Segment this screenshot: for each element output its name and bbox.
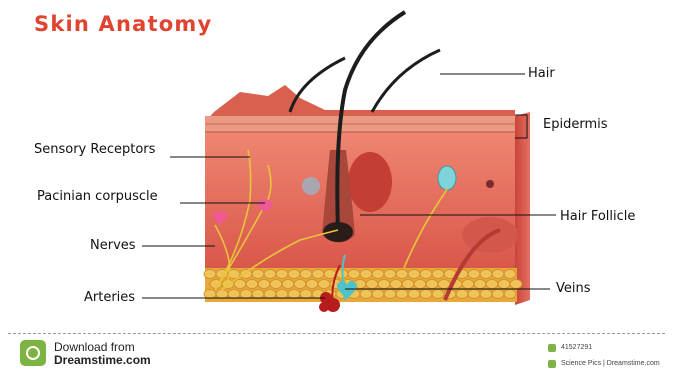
fat-cell xyxy=(504,270,516,279)
fat-cell xyxy=(396,290,408,299)
fat-cell xyxy=(264,270,276,279)
fat-cell xyxy=(408,290,420,299)
fat-cell xyxy=(360,290,372,299)
fat-cell xyxy=(270,280,282,289)
fat-cell xyxy=(204,270,216,279)
fat-cell xyxy=(432,270,444,279)
label-veins: Veins xyxy=(556,282,591,296)
fat-cell xyxy=(252,270,264,279)
fat-cell xyxy=(216,290,228,299)
fat-cell xyxy=(234,280,246,289)
side-face xyxy=(515,112,530,305)
fat-cell xyxy=(390,280,402,289)
fat-cell xyxy=(486,280,498,289)
label-epidermis: Epidermis xyxy=(543,118,608,132)
label-hair-follicle: Hair Follicle xyxy=(560,210,635,224)
fat-cell xyxy=(468,270,480,279)
fat-cell xyxy=(420,270,432,279)
fat-cells xyxy=(204,270,522,299)
fat-cell xyxy=(240,270,252,279)
fat-cell xyxy=(366,280,378,289)
fat-cell xyxy=(402,280,414,289)
fat-cell xyxy=(372,270,384,279)
fat-cell xyxy=(228,290,240,299)
fat-cell xyxy=(288,290,300,299)
download-from-text: Download from xyxy=(54,340,135,354)
fat-cell xyxy=(306,280,318,289)
fat-cell xyxy=(474,280,486,289)
label-nerves: Nerves xyxy=(90,239,136,253)
fat-cell xyxy=(378,280,390,289)
id-badge-icon xyxy=(548,344,556,352)
dreamstime-logo[interactable] xyxy=(20,340,46,366)
fat-cell xyxy=(438,280,450,289)
fat-cell xyxy=(510,280,522,289)
sensory-spot xyxy=(302,177,320,195)
image-credit: Science Pics | Dreamstime.com xyxy=(561,360,660,367)
fat-cell xyxy=(462,280,474,289)
fat-cell xyxy=(294,280,306,289)
fat-cell xyxy=(420,290,432,299)
fat-cell xyxy=(480,270,492,279)
fat-cell xyxy=(480,290,492,299)
fat-cell xyxy=(498,280,510,289)
fat-cell xyxy=(258,280,270,289)
fat-cell xyxy=(384,290,396,299)
fat-cell xyxy=(282,280,294,289)
fat-cell xyxy=(360,270,372,279)
footer-divider xyxy=(8,333,665,334)
label-hair: Hair xyxy=(528,67,555,81)
dreamstime-link[interactable]: Dreamstime.com xyxy=(54,353,151,367)
label-sensory-receptors: Sensory Receptors xyxy=(34,143,155,157)
fat-cell xyxy=(312,270,324,279)
fat-cell xyxy=(456,290,468,299)
fat-cell xyxy=(300,270,312,279)
fat-cell xyxy=(384,270,396,279)
fat-cell xyxy=(276,290,288,299)
fat-cell xyxy=(468,290,480,299)
fat-cell xyxy=(408,270,420,279)
gland-left xyxy=(348,152,392,212)
hair-strand-right xyxy=(372,50,440,112)
fat-cell xyxy=(276,270,288,279)
credit-badge-icon xyxy=(548,360,556,368)
label-arteries: Arteries xyxy=(84,291,135,305)
fat-cell xyxy=(492,290,504,299)
fat-cell xyxy=(492,270,504,279)
fat-cell xyxy=(318,280,330,289)
fat-cell xyxy=(426,280,438,289)
fat-cell xyxy=(414,280,426,289)
fat-cell xyxy=(264,290,276,299)
fat-cell xyxy=(246,280,258,289)
label-pacinian-corpuscle: Pacinian corpuscle xyxy=(37,190,158,204)
fat-cell xyxy=(240,290,252,299)
fat-cell xyxy=(300,290,312,299)
fat-cell xyxy=(288,270,300,279)
pacinian-receptor xyxy=(438,166,456,190)
fat-cell xyxy=(504,290,516,299)
small-receptor xyxy=(486,180,494,188)
fat-cell xyxy=(348,270,360,279)
fat-cell xyxy=(396,270,408,279)
fat-cell xyxy=(372,290,384,299)
fat-cell xyxy=(432,290,444,299)
fat-cell xyxy=(252,290,264,299)
pink-receptor xyxy=(258,199,272,211)
fat-cell xyxy=(204,290,216,299)
image-id: 41527291 xyxy=(561,344,592,351)
